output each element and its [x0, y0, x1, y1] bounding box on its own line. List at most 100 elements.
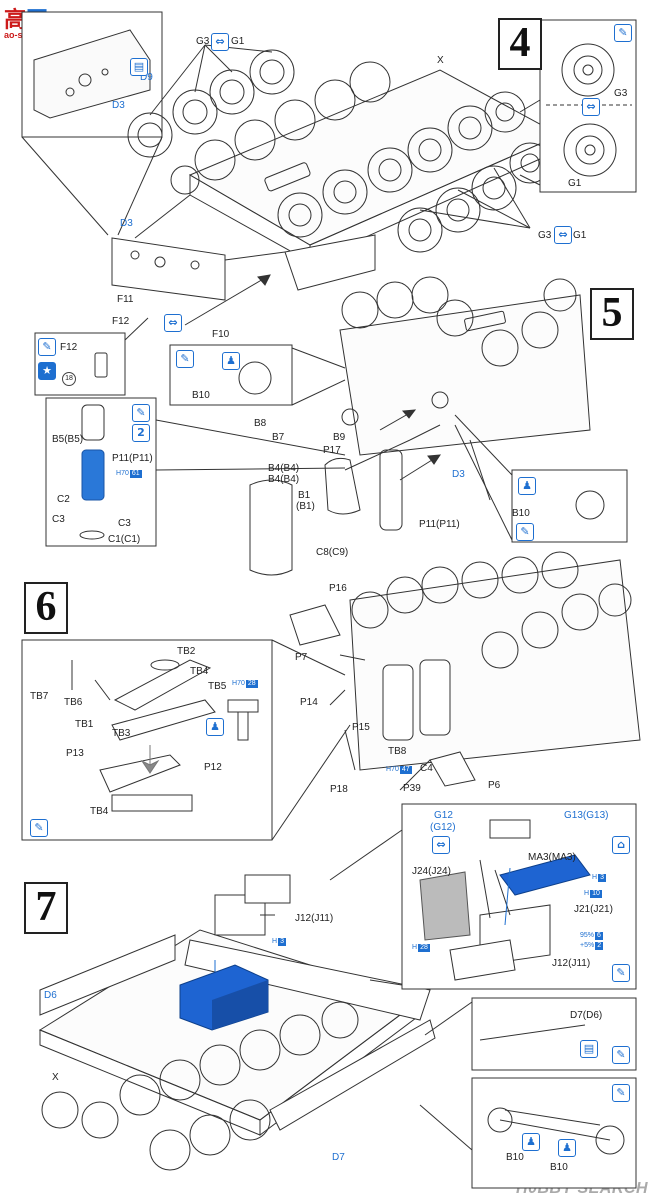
label-tb2: TB2 — [177, 646, 196, 657]
label-p14: P14 — [300, 697, 318, 708]
label-d3-hull: D3 — [120, 218, 133, 229]
label-j12-inset: J12(J11) — [552, 958, 591, 969]
flip-icon: ⌂ — [612, 836, 630, 854]
fuel-tank-highlight — [179, 854, 591, 1031]
label-tb7: TB7 — [30, 691, 49, 702]
label-p18: P18 — [330, 784, 348, 795]
label-d6: D6 — [44, 990, 57, 1001]
cement-icon: ✎ — [38, 338, 56, 356]
label-b9: B9 — [333, 432, 346, 443]
label-b7: B7 — [272, 432, 285, 443]
label-b1-paren: (B1) — [296, 501, 315, 512]
step-number-4: 4 — [498, 18, 542, 70]
cement-icon: ✎ — [516, 523, 534, 541]
label-c4: C4 — [420, 763, 433, 774]
rotate-icon: ⇔ — [164, 314, 182, 332]
label-b4-a: B4(B4) — [268, 463, 300, 474]
cement-icon: ✎ — [612, 1084, 630, 1102]
quantity-icon: 2 — [132, 424, 150, 442]
label-j12: J12(J11) — [295, 913, 334, 924]
star-icon: ★ — [38, 362, 56, 380]
label-p12: P12 — [204, 762, 222, 773]
label-f12: F12 — [112, 316, 130, 327]
label-g1-bottom: G1 — [573, 230, 587, 241]
label-inset-g1: G1 — [568, 178, 582, 189]
rotate-icon: ⇔ — [554, 226, 572, 244]
label-c1: C1(C1) — [108, 534, 141, 545]
rotate-icon: ⇔ — [211, 33, 229, 51]
figure-icon: ♟ — [522, 1133, 540, 1151]
watermark-char-left: 高 — [4, 8, 27, 33]
decal-icon: ▤ — [580, 1040, 598, 1058]
label-c8: C8(C9) — [316, 547, 349, 558]
figure-icon: ♟ — [518, 477, 536, 495]
rotate-icon: ⇔ — [582, 98, 600, 116]
label-b5: B5(B5) — [52, 434, 84, 445]
label-g3-top: G3 — [196, 36, 210, 47]
label-c3-right: C3 — [118, 518, 131, 529]
label-b8: B8 — [254, 418, 267, 429]
label-p15: P15 — [352, 722, 370, 733]
label-x-top: X — [437, 55, 444, 66]
cement-icon: ✎ — [612, 964, 630, 982]
label-b10-left: B10 — [506, 1152, 524, 1163]
label-b10-right: B10 — [512, 508, 530, 519]
label-d3-inset: D3 — [112, 100, 125, 111]
decal-icon: ▤ — [130, 58, 148, 76]
label-ma3: MA3(MA3) — [528, 852, 576, 863]
rotate-icon: ⇔ — [432, 836, 450, 854]
label-c2: C2 — [57, 494, 70, 505]
label-g12: G12 — [434, 810, 453, 821]
label-p11-inset: P11(P11) — [112, 453, 153, 464]
label-f12-number: 18 — [62, 372, 76, 386]
label-c3-left: C3 — [52, 514, 65, 525]
cement-icon: ✎ — [176, 350, 194, 368]
label-p11: P11(P11) — [419, 519, 460, 530]
label-tb1: TB1 — [75, 719, 94, 730]
label-tb4-top: TB4 — [190, 666, 209, 677]
cement-icon: ✎ — [614, 24, 632, 42]
label-f11: F11 — [117, 294, 134, 305]
figure-icon: ♟ — [222, 352, 240, 370]
label-d3-step5: D3 — [452, 469, 465, 480]
cement-icon: ✎ — [132, 404, 150, 422]
paint-ref-95: 95%6 — [580, 932, 603, 940]
label-tb8: TB8 — [388, 746, 407, 757]
label-g13: G13(G13) — [564, 810, 609, 821]
label-tb3: TB3 — [112, 728, 131, 739]
label-p6: P6 — [488, 780, 501, 791]
label-d9: D9 — [140, 72, 153, 83]
label-d7: D7 — [332, 1152, 345, 1163]
label-j21: J21(J21) — [574, 904, 613, 915]
paint-ref-5: +5%2 — [580, 942, 604, 950]
label-p16: P16 — [329, 583, 347, 594]
label-b1: B1 — [298, 490, 311, 501]
label-p7: P7 — [295, 652, 308, 663]
label-b10-right: B10 — [550, 1162, 568, 1173]
step-number-6: 6 — [24, 582, 68, 634]
step-number-5: 5 — [590, 288, 634, 340]
cement-icon: ✎ — [612, 1046, 630, 1064]
label-tb6: TB6 — [64, 697, 83, 708]
figure-icon: ♟ — [206, 718, 224, 736]
label-p39: P39 — [403, 783, 421, 794]
label-j24: J24(J24) — [412, 866, 451, 877]
label-tb5: TB5 — [208, 681, 227, 692]
label-p13: P13 — [66, 748, 84, 759]
label-inset-g3: G3 — [614, 88, 628, 99]
label-f10: F10 — [212, 329, 230, 340]
label-b10: B10 — [192, 390, 210, 401]
label-g3-bottom: G3 — [538, 230, 552, 241]
label-d7-inset: D7(D6) — [570, 1010, 603, 1021]
label-g1-top: G1 — [231, 36, 245, 47]
label-p17: P17 — [323, 445, 341, 456]
figure-icon: ♟ — [558, 1139, 576, 1157]
